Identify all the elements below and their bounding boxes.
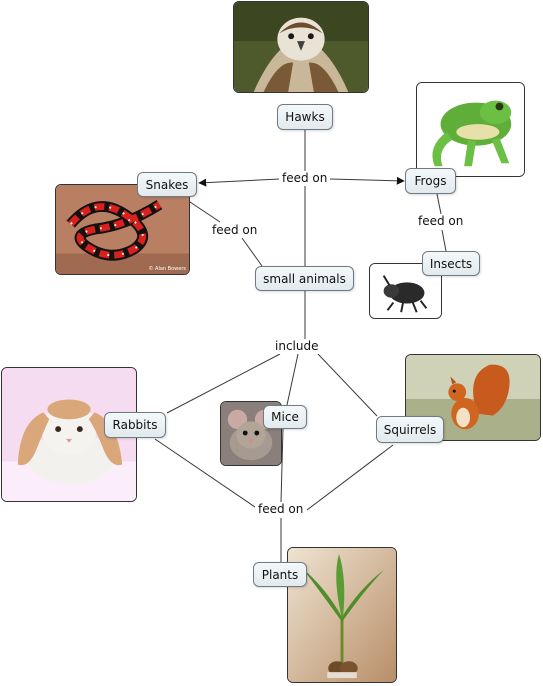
mouse-image [220,401,282,466]
concept-frogs[interactable]: Frogs [405,168,456,194]
link-line [241,237,263,267]
concept-mice[interactable]: Mice [263,405,307,429]
link-line [436,193,442,215]
link-line [154,438,259,510]
image-watermark: © Alan Bowers [148,266,186,272]
link-line [329,176,405,185]
frog-image [416,82,525,177]
rabbit-image [1,367,137,502]
link-line [198,178,281,187]
link-label-include: include [272,339,322,354]
link-line [166,353,281,414]
link-line [306,444,394,511]
link-label-snakes-feed-on: feed on [209,223,261,238]
concept-plants[interactable]: Plants [253,562,307,587]
link-label-frogs-feed-on: feed on [415,214,467,229]
concept-hawks[interactable]: Hawks [277,104,333,130]
link-line [280,427,284,503]
link-line [317,353,378,417]
link-line [286,353,299,406]
concept-rabbits[interactable]: Rabbits [104,412,166,438]
concept-squirrels[interactable]: Squirrels [376,416,444,443]
link-label-hawks-feed-on: feed on [279,171,331,186]
link-line [189,201,221,223]
hawk-image [233,1,369,93]
link-line [441,229,447,252]
link-label-herbivores-feed-on: feed on [255,502,307,517]
concept-insects[interactable]: Insects [422,251,480,276]
concept-small-animals[interactable]: small animals [255,266,354,291]
concept-snakes[interactable]: Snakes [137,172,197,197]
snake-image: © Alan Bowers [55,184,190,275]
